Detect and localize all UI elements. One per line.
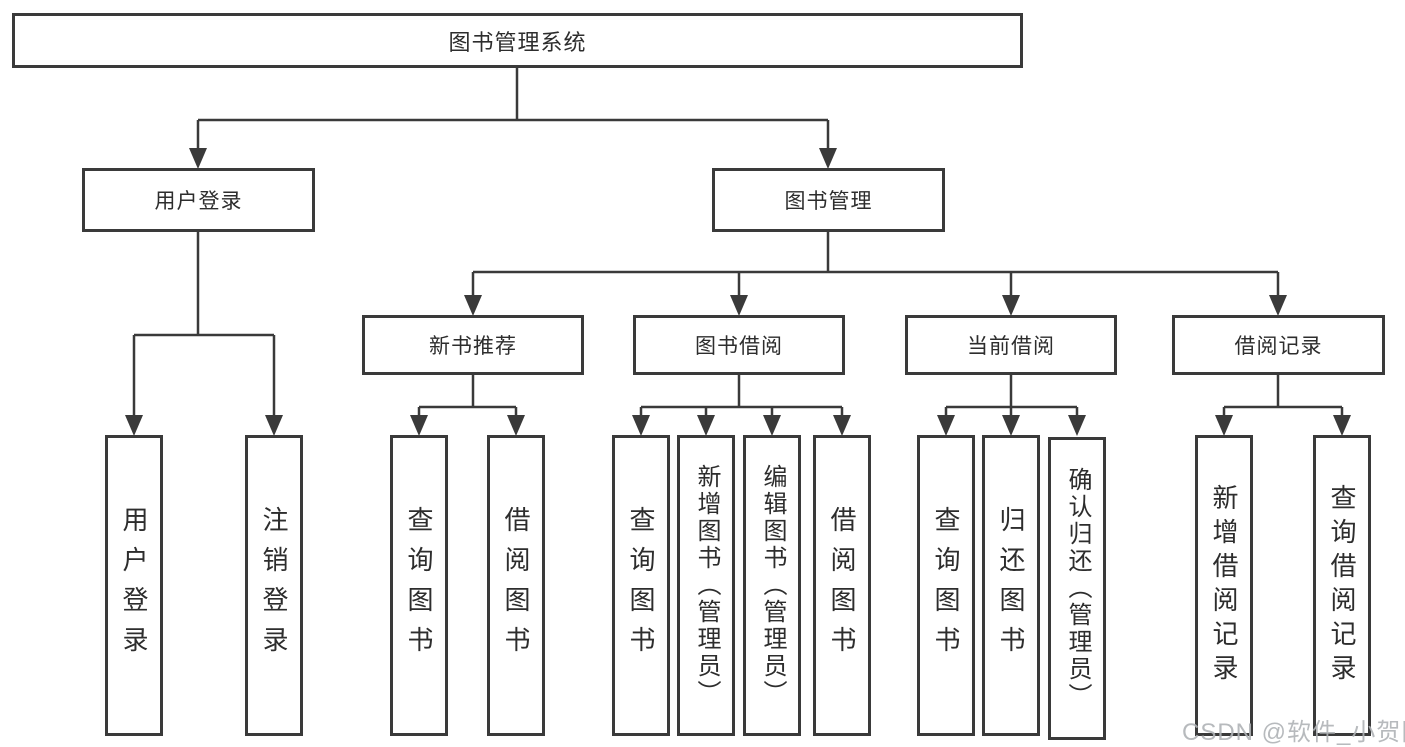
leaf-query-books-2-label: 查询图书 [626,505,656,666]
leaf-borrow-books-2: 借阅图书 [813,435,871,736]
leaf-query-books-1: 查询图书 [390,435,448,736]
leaf-query-books-1-label: 查询图书 [404,505,434,666]
leaf-edit-books-admin-label: 编辑图书（管理员） [759,464,786,707]
node-book-borrow-label: 图书借阅 [695,335,783,358]
leaf-add-books-admin: 新增图书（管理员） [677,435,735,736]
leaf-edit-books-admin: 编辑图书（管理员） [743,435,801,736]
leaf-return-books: 归还图书 [982,435,1040,736]
node-user-login-label: 用户登录 [154,190,243,213]
leaf-add-borrow-record: 新增借阅记录 [1195,435,1253,736]
leaf-return-books-label: 归还图书 [996,505,1026,666]
leaf-logout: 注销登录 [245,435,303,736]
leaf-user-login: 用户登录 [105,435,163,736]
leaf-borrow-books-2-label: 借阅图书 [827,505,857,666]
node-root-label: 图书管理系统 [448,29,587,55]
node-book-management: 图书管理 [712,168,945,232]
leaf-query-books-3-label: 查询图书 [931,505,961,666]
node-new-book-recommend: 新书推荐 [362,315,584,375]
arrowheads [125,148,1351,436]
node-book-management-label: 图书管理 [784,190,873,213]
node-book-borrow: 图书借阅 [633,315,845,375]
leaf-logout-label: 注销登录 [259,505,289,666]
csdn-watermark: CSDN @软件_小贺同学 [1182,719,1405,746]
leaf-add-borrow-record-label: 新增借阅记录 [1209,483,1239,688]
node-borrow-records: 借阅记录 [1172,315,1385,375]
node-root: 图书管理系统 [12,13,1023,68]
node-current-borrow-label: 当前借阅 [967,335,1055,358]
leaf-borrow-books-1: 借阅图书 [487,435,545,736]
node-current-borrow: 当前借阅 [905,315,1117,375]
leaf-confirm-return-admin-label: 确认归还（管理员） [1064,467,1091,710]
leaf-borrow-books-1-label: 借阅图书 [501,505,531,666]
node-new-book-recommend-label: 新书推荐 [429,335,517,358]
leaf-query-books-2: 查询图书 [612,435,670,736]
leaf-confirm-return-admin: 确认归还（管理员） [1048,437,1106,740]
node-borrow-records-label: 借阅记录 [1234,335,1323,358]
leaf-query-books-3: 查询图书 [917,435,975,736]
leaf-query-borrow-record: 查询借阅记录 [1313,435,1371,736]
leaf-query-borrow-record-label: 查询借阅记录 [1327,483,1357,688]
leaf-user-login-label: 用户登录 [119,505,149,666]
leaf-add-books-admin-label: 新增图书（管理员） [693,464,720,707]
node-user-login: 用户登录 [82,168,315,232]
